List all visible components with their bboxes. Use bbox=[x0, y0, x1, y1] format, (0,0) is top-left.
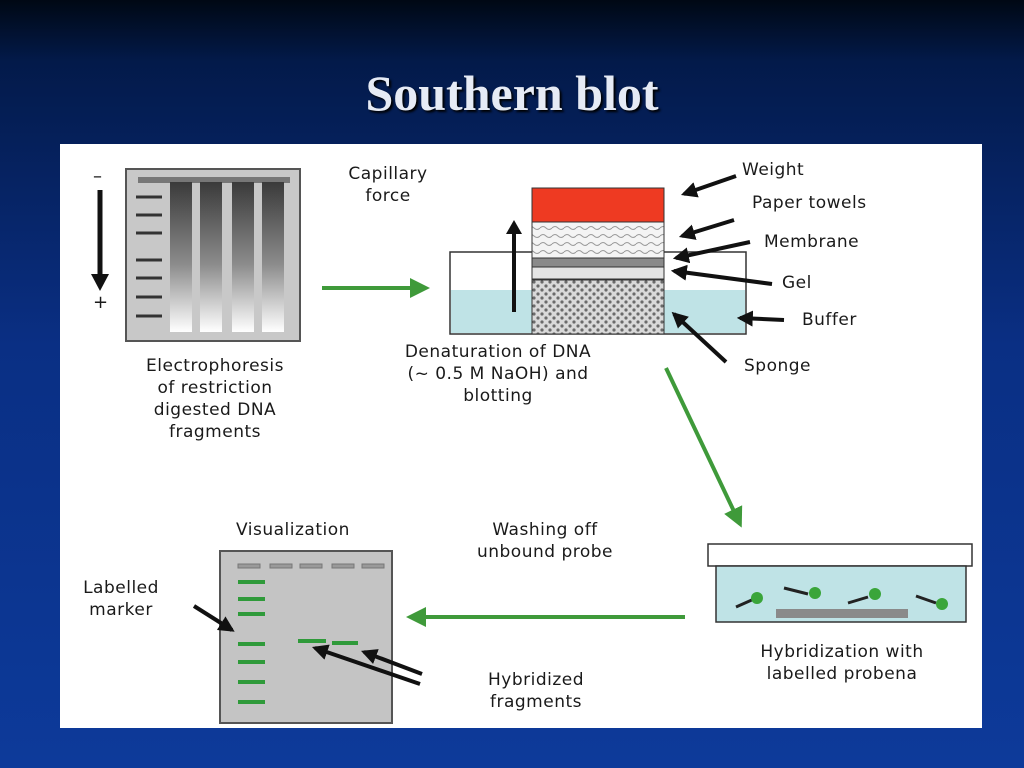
labelled-marker-label: Labelled marker bbox=[83, 578, 159, 620]
buffer-label: Buffer bbox=[802, 310, 857, 330]
blot-apparatus bbox=[449, 187, 747, 335]
weight-label: Weight bbox=[742, 160, 805, 180]
gel-lanes bbox=[170, 182, 284, 332]
capillary-force-label: Capillary force bbox=[348, 164, 428, 206]
hybridized-bands bbox=[298, 639, 358, 645]
electrophoresis-gel bbox=[125, 168, 301, 342]
paper-towels-label: Paper towels bbox=[752, 193, 867, 213]
hybridization-caption: Hybridization with labelled probena bbox=[760, 642, 924, 684]
diagram-panel: – + Electrophoresis of restriction diges… bbox=[60, 144, 982, 728]
well-marks bbox=[237, 563, 385, 569]
visualization-callouts bbox=[192, 604, 423, 686]
electrophoresis-caption: Electrophoresis of restriction digested … bbox=[146, 356, 284, 442]
hybridized-fragments-label: Hybridized fragments bbox=[487, 670, 585, 712]
flow-arrow-blot-to-hyb bbox=[664, 367, 743, 528]
hybridization-box bbox=[707, 543, 973, 623]
blotting-caption: Denaturation of DNA (~ 0.5 M NaOH) and b… bbox=[404, 342, 592, 406]
sponge-label: Sponge bbox=[744, 356, 812, 376]
visualization-blot bbox=[219, 550, 393, 724]
stack-callouts bbox=[670, 174, 785, 364]
marker-ladder bbox=[136, 195, 162, 318]
gel-label: Gel bbox=[782, 273, 812, 293]
migration-arrow bbox=[91, 190, 109, 291]
membrane-label: Membrane bbox=[764, 232, 860, 252]
positive-pole-label: + bbox=[93, 292, 109, 313]
marker-bands bbox=[238, 580, 265, 704]
visualization-title: Visualization bbox=[236, 520, 350, 540]
southern-blot-diagram bbox=[91, 168, 973, 724]
negative-pole-label: – bbox=[93, 166, 103, 187]
probe-molecules bbox=[735, 586, 948, 610]
washing-caption: Washing off unbound probe bbox=[476, 520, 614, 562]
slide-title: Southern blot bbox=[365, 65, 659, 121]
